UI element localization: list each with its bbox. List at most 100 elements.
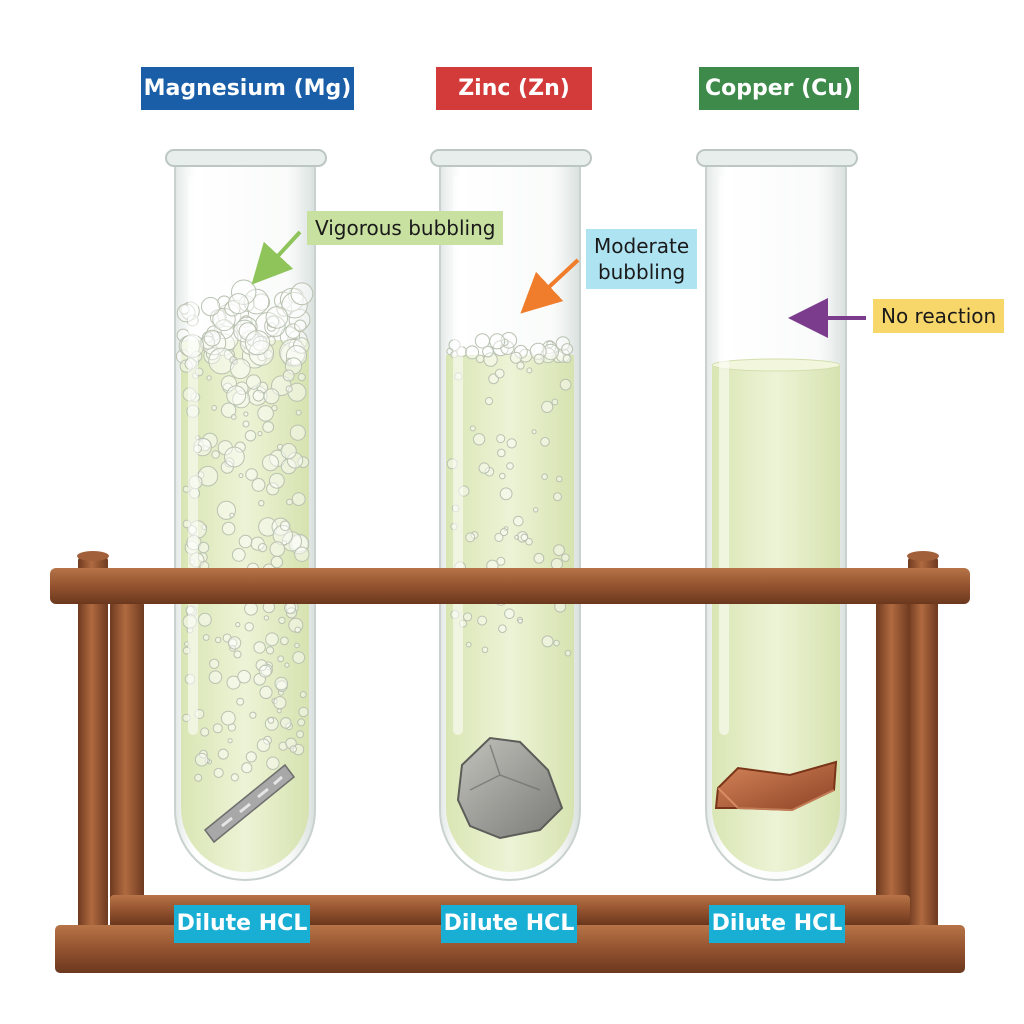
gas-bubble <box>496 556 506 566</box>
gas-bubble <box>291 492 306 507</box>
gas-bubble <box>206 375 212 381</box>
gas-bubble <box>245 751 257 763</box>
gas-bubble <box>242 420 250 428</box>
gas-bubble <box>472 433 486 446</box>
gas-bubble <box>269 472 285 489</box>
foam-layer <box>175 279 314 375</box>
gas-bubble <box>288 533 310 555</box>
gas-bubble <box>285 357 292 364</box>
gas-bubble <box>477 615 488 626</box>
gas-bubble <box>278 616 286 625</box>
gas-bubble <box>263 388 280 405</box>
gas-bubble <box>243 411 249 417</box>
gas-bubble <box>227 636 242 650</box>
foam-bubble <box>509 351 522 364</box>
gas-bubble <box>244 622 254 632</box>
foam-bubble <box>265 306 289 329</box>
gas-bubble <box>484 397 494 406</box>
gas-bubble <box>211 405 218 411</box>
foam-bubble <box>212 307 236 332</box>
foam-bubble <box>227 293 249 315</box>
gas-bubble <box>550 557 564 571</box>
gas-bubble <box>294 642 300 649</box>
gas-bubble <box>564 649 572 657</box>
gas-bubble <box>289 424 306 441</box>
test-tube-copper <box>696 149 858 881</box>
solution-zinc <box>446 355 574 872</box>
gas-bubble <box>525 537 533 546</box>
gas-bubble <box>541 400 554 413</box>
gas-bubble <box>497 448 506 458</box>
gas-bubble <box>265 646 275 655</box>
gas-bubble <box>516 361 525 370</box>
gas-bubble <box>481 646 489 654</box>
foam-bubble <box>241 343 268 369</box>
foam-layer <box>446 332 574 367</box>
gas-bubble <box>231 358 239 365</box>
copper-piece <box>714 760 838 812</box>
gas-bubble <box>297 718 306 727</box>
label-zinc: Zinc (Zn) <box>436 67 592 110</box>
gas-bubble <box>280 636 289 646</box>
gas-bubble <box>211 450 220 459</box>
observation-text-line2: bubbling <box>597 260 686 284</box>
gas-bubble <box>506 438 517 449</box>
gas-bubble <box>496 434 506 444</box>
observation-no-reaction: No reaction <box>873 299 1005 333</box>
foam-bubble <box>500 332 518 349</box>
gas-bubble <box>221 521 236 536</box>
gas-bubble <box>245 374 262 390</box>
foam-bubble <box>252 293 270 311</box>
gas-bubble <box>259 685 273 700</box>
rack-post-left <box>78 555 108 950</box>
foam-bubble <box>238 322 257 341</box>
observation-text: Vigorous bubbling <box>315 216 496 240</box>
gas-bubble <box>245 468 258 481</box>
gas-bubble <box>231 548 246 562</box>
test-tube-zinc <box>430 149 592 881</box>
foam-bubble <box>562 354 572 364</box>
test-tube-magnesium <box>165 149 327 881</box>
gas-bubble <box>238 473 244 479</box>
label-copper: Copper (Cu) <box>699 67 859 110</box>
foam-bubble <box>290 282 314 306</box>
gas-bubble <box>551 398 559 406</box>
foam-bubble <box>244 330 271 356</box>
foam-bubble <box>489 333 506 350</box>
gas-bubble <box>241 762 253 774</box>
gas-bubble <box>526 367 533 374</box>
gas-bubble <box>292 651 306 664</box>
gas-bubble <box>200 727 210 737</box>
gas-bubble <box>220 375 237 392</box>
foam-bubble <box>482 345 494 358</box>
gas-bubble <box>244 430 257 442</box>
gas-bubble <box>229 356 238 365</box>
gas-bubble <box>202 634 210 641</box>
observation-moderate-bubbling: Moderate bubbling <box>586 229 698 289</box>
gas-bubble <box>236 697 245 706</box>
gas-bubble <box>258 500 265 507</box>
foam-bubble <box>561 343 574 356</box>
gas-bubble <box>262 454 279 472</box>
gas-bubble <box>235 622 241 628</box>
gas-bubble <box>265 632 279 647</box>
gas-bubble <box>541 635 554 648</box>
gas-bubble <box>194 773 203 782</box>
gas-bubble <box>278 741 288 751</box>
foam-bubble <box>243 288 270 315</box>
gas-bubble <box>531 429 537 435</box>
gas-bubble <box>533 552 545 564</box>
gas-bubble <box>469 425 476 432</box>
gas-bubble <box>294 546 310 562</box>
foam-bubble <box>465 345 480 360</box>
rack-post-right <box>908 555 938 950</box>
gas-bubble <box>284 662 290 668</box>
gas-bubble <box>553 492 562 502</box>
gas-bubble <box>271 697 278 705</box>
gas-bubble <box>229 512 235 518</box>
gas-bubble <box>286 498 293 506</box>
gas-bubble <box>252 389 265 402</box>
gas-bubble <box>220 402 237 418</box>
acid-label-magnesium: Dilute HCL <box>174 905 310 943</box>
gas-bubble <box>504 608 515 620</box>
